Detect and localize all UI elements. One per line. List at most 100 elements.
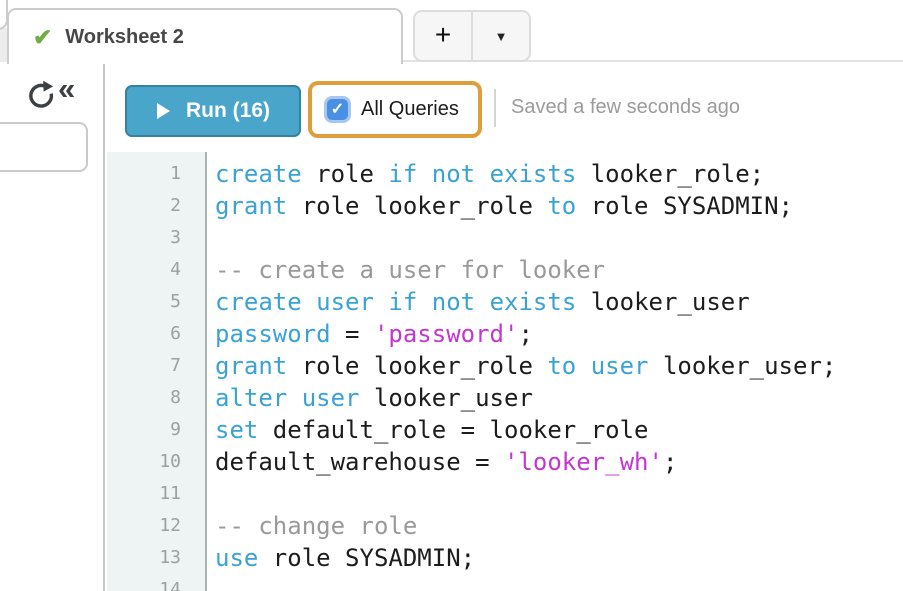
new-worksheet-button[interactable]: + xyxy=(415,12,473,60)
code-line[interactable]: default_warehouse = 'looker_wh'; xyxy=(215,446,903,478)
code-token xyxy=(475,160,489,188)
code-token xyxy=(475,288,489,316)
code-token: role SYSADMIN; xyxy=(258,544,476,572)
code-line[interactable] xyxy=(215,574,903,591)
line-number: 6 xyxy=(170,323,181,344)
code-line[interactable]: -- change role xyxy=(215,510,903,542)
line-number: 13 xyxy=(159,547,181,568)
code-token: role SYSADMIN; xyxy=(576,192,793,220)
line-number: 11 xyxy=(159,483,181,504)
code-token: user xyxy=(301,384,360,412)
line-number: 3 xyxy=(170,227,181,248)
line-number: 7 xyxy=(170,355,181,376)
code-token: if xyxy=(388,288,418,316)
code-token: looker_role; xyxy=(576,160,765,188)
saved-check-icon: ✔ xyxy=(33,23,53,50)
code-token xyxy=(374,288,388,316)
code-token: password xyxy=(215,320,331,348)
play-icon xyxy=(157,103,170,119)
worksheet-menu-button[interactable]: ▼ xyxy=(473,12,529,60)
code-token xyxy=(417,160,431,188)
line-number: 2 xyxy=(170,195,181,216)
code-token xyxy=(302,288,316,316)
all-queries-checkbox[interactable]: ✓ xyxy=(324,96,351,123)
code-line[interactable] xyxy=(215,478,903,510)
code-token xyxy=(417,288,431,316)
double-chevron-left-icon: « xyxy=(58,71,76,106)
object-sidebar: « xyxy=(0,62,105,591)
plus-icon: + xyxy=(434,18,452,50)
code-token: exists xyxy=(489,288,577,316)
code-line[interactable]: set default_role = looker_role xyxy=(215,414,903,446)
sidebar-search-box[interactable] xyxy=(0,122,88,172)
refresh-icon xyxy=(29,80,54,108)
line-number: 9 xyxy=(170,419,181,440)
code-token: default_role = looker_role xyxy=(258,416,649,444)
code-token: not xyxy=(431,160,476,188)
toolbar-divider xyxy=(494,89,496,127)
collapse-sidebar-button[interactable]: « xyxy=(58,68,75,110)
code-area[interactable]: create role if not exists looker_role;gr… xyxy=(207,152,903,591)
code-token: ; xyxy=(662,448,678,476)
code-token xyxy=(576,352,590,380)
code-token: use xyxy=(215,544,259,572)
worksheet-tab-bar: ✔ Worksheet 2 + ▼ xyxy=(0,0,903,64)
line-number: 4 xyxy=(170,259,181,280)
code-token: = xyxy=(330,320,374,348)
code-token: looker_user; xyxy=(648,352,837,380)
run-button-label: Run (16) xyxy=(186,99,270,122)
code-token: create xyxy=(215,160,302,188)
code-line[interactable]: use role SYSADMIN; xyxy=(215,542,903,574)
code-token: user xyxy=(316,288,374,316)
refresh-button[interactable] xyxy=(26,80,56,110)
code-token: role looker_role xyxy=(287,192,548,220)
main-area: « Run (16) ✓ All Queries Saved a few sec… xyxy=(0,62,903,591)
run-button[interactable]: Run (16) xyxy=(125,85,301,137)
line-number: 12 xyxy=(159,515,181,536)
tab-actions-group: + ▼ xyxy=(413,10,531,62)
code-token: looker_user xyxy=(359,384,533,412)
caret-down-icon: ▼ xyxy=(494,28,508,44)
code-token xyxy=(287,384,301,412)
code-line[interactable]: -- create a user for looker xyxy=(215,254,903,286)
line-number: 1 xyxy=(170,163,181,184)
all-queries-label: All Queries xyxy=(361,98,459,120)
code-line[interactable] xyxy=(215,222,903,254)
code-token: create xyxy=(215,288,302,316)
code-line[interactable]: grant role looker_role to user looker_us… xyxy=(215,350,903,382)
code-token: 'looker_wh' xyxy=(503,448,663,476)
code-token: to xyxy=(547,352,577,380)
code-token: -- create a user for looker xyxy=(215,256,606,284)
code-token: if xyxy=(388,160,418,188)
code-token: set xyxy=(215,416,259,444)
code-token: grant xyxy=(215,192,288,220)
code-token: exists xyxy=(489,160,577,188)
line-number: 8 xyxy=(170,387,181,408)
code-token: role looker_role xyxy=(287,352,548,380)
line-number: 14 xyxy=(159,579,181,591)
code-token: looker_user xyxy=(576,288,750,316)
code-line[interactable]: grant role looker_role to role SYSADMIN; xyxy=(215,190,903,222)
checkmark-icon: ✓ xyxy=(330,100,345,118)
all-queries-highlight: ✓ All Queries xyxy=(308,81,482,138)
line-number: 5 xyxy=(170,291,181,312)
code-token: 'password' xyxy=(373,320,519,348)
code-token: alter xyxy=(215,384,288,412)
code-line[interactable]: create role if not exists looker_role; xyxy=(215,158,903,190)
code-token: to xyxy=(547,192,577,220)
tab-label: Worksheet 2 xyxy=(65,25,184,48)
code-line[interactable]: password = 'password'; xyxy=(215,318,903,350)
code-token: not xyxy=(431,288,476,316)
code-line[interactable]: alter user looker_user xyxy=(215,382,903,414)
code-token: -- change role xyxy=(215,512,418,540)
code-line[interactable]: create user if not exists looker_user xyxy=(215,286,903,318)
tab-worksheet-2[interactable]: ✔ Worksheet 2 xyxy=(7,8,403,64)
saved-status: Saved a few seconds ago xyxy=(511,96,741,118)
code-token: default_warehouse = xyxy=(215,448,504,476)
worksheet-content: Run (16) ✓ All Queries Saved a few secon… xyxy=(107,62,903,591)
code-token: ; xyxy=(518,320,533,348)
line-number: 10 xyxy=(159,451,181,472)
